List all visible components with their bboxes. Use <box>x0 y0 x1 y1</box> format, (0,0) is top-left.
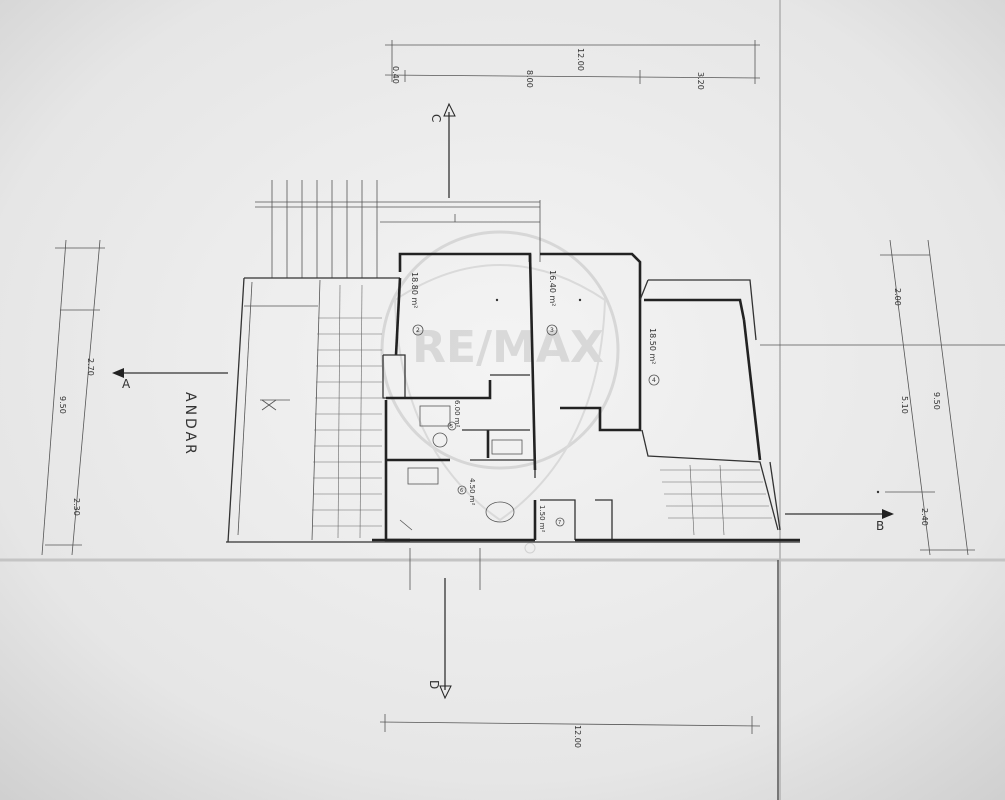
room-area: 18.50 m² <box>648 328 657 364</box>
top-left-dimension: 0.40 <box>391 66 400 84</box>
section-label-c: C <box>429 114 443 122</box>
section-marker-d <box>439 578 452 700</box>
pergola <box>255 180 541 278</box>
section-marker-a <box>112 368 228 378</box>
left-total-dimension: 9.50 <box>58 396 67 414</box>
room-area: 4.50 m² <box>468 478 476 506</box>
room-label-1: 18.80 m² 2 <box>410 272 424 336</box>
room-label-3: 18.50 m² 4 <box>648 328 660 386</box>
section-label-d: D <box>427 680 441 689</box>
left-dimension-lines <box>41 239 105 556</box>
right-top-dimension: 2.00 <box>893 288 902 306</box>
section-label-a: A <box>122 377 131 391</box>
left-bottom-dimension: 2.30 <box>72 498 81 516</box>
right-total-dimension: 9.50 <box>932 392 941 410</box>
terrace-stair-hatch <box>312 284 382 539</box>
entrance-stair-hatch <box>660 464 772 536</box>
top-total-dimension: 12.00 <box>576 48 585 71</box>
room-label-4: 6.00 m² 5 <box>447 400 461 431</box>
room-number: 4 <box>652 377 656 384</box>
right-mid-dimension: 5.10 <box>900 396 909 414</box>
left-terrace <box>227 277 400 543</box>
watermark-text: RE/MAX <box>412 322 604 373</box>
top-dimension-lines <box>384 40 761 84</box>
room-label-6: 1.50 m² 7 <box>538 505 565 533</box>
room-number: 5 <box>450 424 453 430</box>
room-area: 18.80 m² <box>410 272 419 308</box>
floor-title: ANDAR <box>182 392 198 457</box>
misc-ticks <box>260 214 880 590</box>
section-marker-b <box>785 509 894 519</box>
building-walls <box>372 252 800 542</box>
room-area: 6.00 m² <box>453 400 461 428</box>
room-area: 16.40 m² <box>548 270 557 306</box>
bottom-dimension-lines <box>379 714 761 734</box>
section-label-b: B <box>876 519 884 533</box>
room-number: 2 <box>416 327 420 334</box>
bathroom-fixtures <box>399 405 523 531</box>
bottom-total-dimension: 12.00 <box>573 725 582 748</box>
room-number: 6 <box>460 488 463 494</box>
room-number: 7 <box>558 520 561 526</box>
room-label-2: 16.40 m² 3 <box>546 270 558 336</box>
room-label-5: 4.50 m² 6 <box>457 478 476 506</box>
right-dimension-lines <box>760 239 1005 556</box>
right-bottom-dimension: 2.40 <box>920 508 929 526</box>
top-mid-dimension: 8.00 <box>525 70 534 88</box>
room-area: 1.50 m² <box>538 505 546 533</box>
left-top-dimension: 2.70 <box>86 358 95 376</box>
top-right-dimension: 3.20 <box>696 72 705 90</box>
section-marker-c <box>443 102 456 198</box>
room-number: 3 <box>550 327 554 334</box>
